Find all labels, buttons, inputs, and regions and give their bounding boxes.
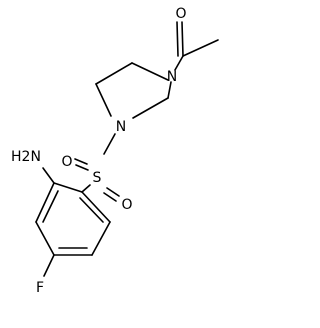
molecule-structure: O N N S O O H2N F — [11, 6, 219, 296]
bond-carbonyl-oxygen-a — [181, 21, 184, 57]
bond-s-o-right-a — [106, 187, 120, 197]
atom-n-top: N — [167, 69, 177, 85]
atom-o-acetyl: O — [175, 6, 186, 22]
atom-o-sulfonyl-right: O — [121, 197, 132, 213]
bond-n-s — [103, 133, 116, 155]
bond-amine — [42, 167, 55, 184]
bond-benzene-5 — [91, 221, 111, 256]
bond-carbonyl-oxygen-b — [176, 21, 179, 57]
bond-benzene-double-3 — [79, 197, 104, 223]
bond-ring-3 — [95, 83, 112, 117]
bond-benzene-3 — [35, 221, 55, 256]
bond-benzene-6 — [81, 191, 111, 223]
bond-benzene-2 — [35, 182, 55, 223]
bond-benzene-1 — [53, 182, 83, 193]
atom-fluorine: F — [36, 280, 44, 296]
bond-s-ring — [81, 184, 91, 193]
bond-s-o-right-b — [103, 192, 117, 202]
bond-ring-5 — [167, 81, 172, 99]
bond-ring-4 — [132, 97, 169, 119]
structure-canvas: O N N S O O H2N F — [11, 6, 219, 296]
bond-fluorine — [43, 254, 55, 277]
atom-amine: H2N — [11, 149, 41, 165]
atom-n-bottom: N — [116, 119, 126, 135]
bond-ring-1 — [131, 62, 169, 81]
bond-s-o-left-b — [75, 164, 89, 171]
bond-ring-2 — [95, 62, 133, 85]
atom-o-sulfonyl-left: O — [61, 154, 72, 170]
bond-benzene-double-1 — [42, 190, 59, 223]
bond-carbonyl-nitrogen — [174, 55, 184, 71]
bond-s-o-left-a — [74, 158, 88, 165]
bond-methyl-carbonyl — [182, 39, 219, 57]
atom-s: S — [93, 170, 102, 186]
